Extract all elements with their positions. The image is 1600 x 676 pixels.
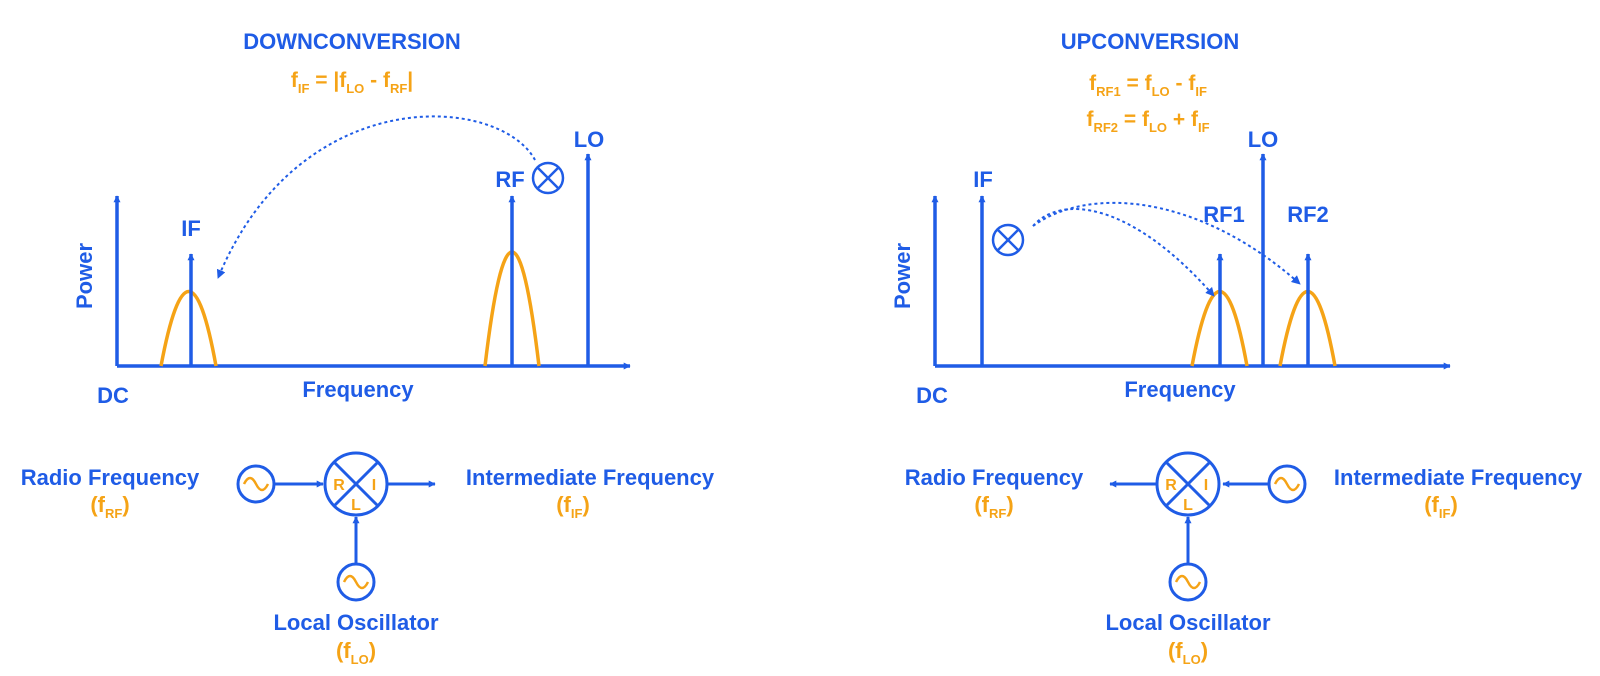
down-x-label: Frequency xyxy=(302,377,414,402)
up-rf2-label: RF2 xyxy=(1287,202,1329,227)
down-title: DOWNCONVERSION xyxy=(243,29,461,54)
up-x-label: Frequency xyxy=(1124,377,1236,402)
down-if-symbol: (fIF) xyxy=(556,492,590,521)
down-rf-name: Radio Frequency xyxy=(21,465,200,490)
up-equation-2: fRF2 = fLO + fIF xyxy=(1086,108,1209,135)
down-lo-wave-icon xyxy=(342,574,370,590)
up-lo-symbol: (fLO) xyxy=(1168,638,1208,667)
downconversion-panel: DOWNCONVERSION fIF = |fLO - fRF| Power F… xyxy=(21,29,715,667)
down-axes xyxy=(113,195,631,370)
down-y-label: Power xyxy=(72,243,97,309)
down-port-l: L xyxy=(351,497,361,514)
down-block-diagram: R I L Radio Frequency (fRF) Intermediate… xyxy=(21,451,715,667)
up-y-label: Power xyxy=(890,243,915,309)
up-if-name: Intermediate Frequency xyxy=(1334,465,1583,490)
up-if-wave-icon xyxy=(1273,476,1301,492)
down-dc-label: DC xyxy=(97,383,129,408)
down-if-label: IF xyxy=(181,216,201,241)
down-if-name: Intermediate Frequency xyxy=(466,465,715,490)
up-axes xyxy=(931,195,1451,370)
down-if-spectrum xyxy=(159,290,218,367)
down-port-r: R xyxy=(333,477,345,494)
up-lo-name: Local Oscillator xyxy=(1105,610,1270,635)
up-arrow-rf1 xyxy=(1032,208,1215,297)
down-port-i: I xyxy=(372,477,376,494)
down-equation: fIF = |fLO - fRF| xyxy=(291,69,413,96)
up-lo-wave-icon xyxy=(1174,574,1202,590)
down-mixer-icon xyxy=(531,161,565,195)
down-rf-label: RF xyxy=(495,167,524,192)
down-rf-symbol: (fRF) xyxy=(90,492,129,521)
up-port-l: L xyxy=(1183,497,1193,514)
down-lo-symbol: (fLO) xyxy=(336,638,376,667)
up-if-label: IF xyxy=(973,167,993,192)
down-rf-wave-icon xyxy=(242,476,270,492)
up-port-r: R xyxy=(1165,477,1177,494)
up-equation-1: fRF1 = fLO - fIF xyxy=(1089,72,1207,99)
up-rf-name: Radio Frequency xyxy=(905,465,1084,490)
up-lo-label: LO xyxy=(1248,127,1279,152)
down-lo-label: LO xyxy=(574,127,605,152)
up-arrow-rf2 xyxy=(1032,201,1301,285)
upconversion-panel: UPCONVERSION fRF1 = fLO - fIF fRF2 = fLO… xyxy=(890,29,1583,667)
up-block-diagram: R I L Radio Frequency (fRF) Intermediate… xyxy=(905,451,1583,667)
up-if-symbol: (fIF) xyxy=(1424,492,1458,521)
up-mixer-icon xyxy=(991,223,1025,257)
up-port-i: I xyxy=(1204,477,1208,494)
down-translation-arrow xyxy=(216,115,536,279)
up-title: UPCONVERSION xyxy=(1061,29,1239,54)
up-rf1-label: RF1 xyxy=(1203,202,1245,227)
up-dc-label: DC xyxy=(916,383,948,408)
down-lo-name: Local Oscillator xyxy=(273,610,438,635)
up-rf-symbol: (fRF) xyxy=(974,492,1013,521)
